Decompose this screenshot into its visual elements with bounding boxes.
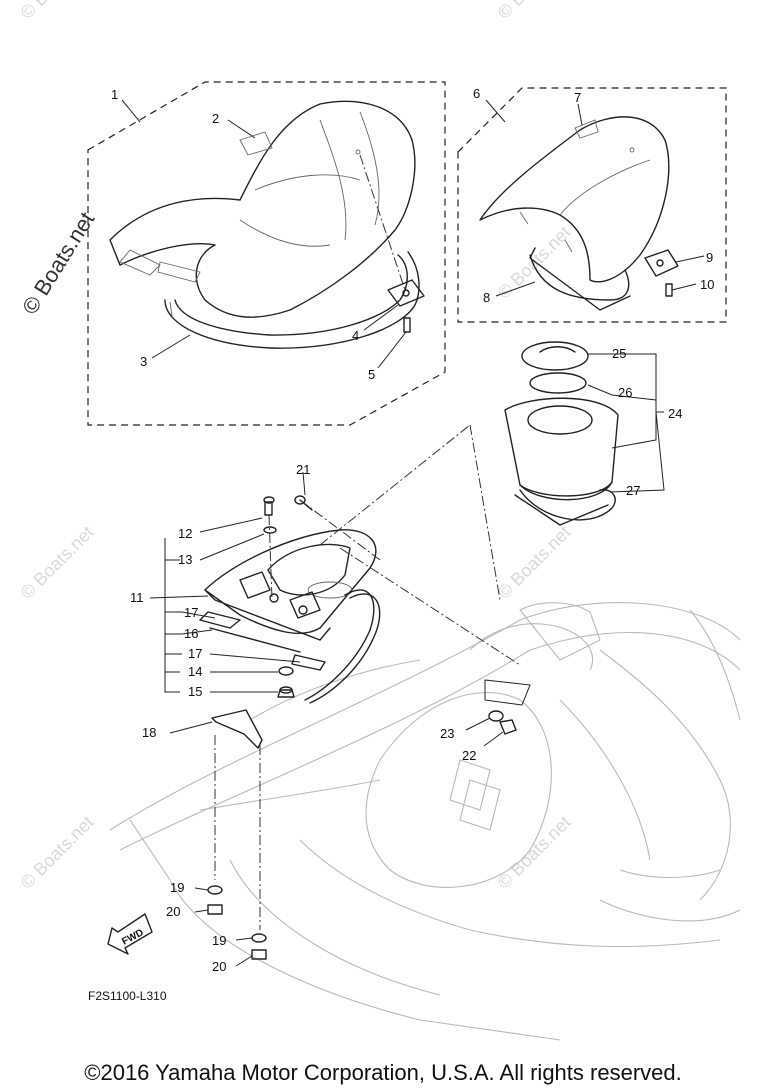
rear-seat bbox=[479, 116, 679, 311]
watermark-text: © Boats.net bbox=[17, 0, 98, 23]
part-number-labels: 1 2 3 4 5 6 7 8 9 10 25 26 24 27 21 12 1… bbox=[111, 86, 714, 974]
part-number-27: 27 bbox=[626, 483, 640, 498]
part-number-19a: 19 bbox=[170, 880, 184, 895]
seat-assembly-boundary bbox=[87, 81, 446, 426]
part-number-2: 2 bbox=[212, 111, 219, 126]
part-number-7: 7 bbox=[574, 90, 581, 105]
part-number-20a: 20 bbox=[166, 904, 180, 919]
background-watermarks: © Boats.net © Boats.net © Boats.net © Bo… bbox=[17, 0, 575, 893]
part-number-21: 21 bbox=[296, 462, 310, 477]
part-number-3: 3 bbox=[140, 354, 147, 369]
copyright-notice: ©2016 Yamaha Motor Corporation, U.S.A. A… bbox=[84, 1060, 682, 1085]
part-number-26: 26 bbox=[618, 385, 632, 400]
part-number-14: 14 bbox=[188, 664, 202, 679]
rear-seat-boundary bbox=[457, 87, 727, 323]
part-number-23: 23 bbox=[440, 726, 454, 741]
watermark-text: © Boats.net bbox=[17, 522, 98, 603]
part-number-12: 12 bbox=[178, 526, 192, 541]
part-number-24: 24 bbox=[668, 406, 682, 421]
part-number-9: 9 bbox=[706, 250, 713, 265]
part-number-10: 10 bbox=[700, 277, 714, 292]
part-number-5: 5 bbox=[368, 367, 375, 382]
alignment-lines bbox=[214, 424, 531, 930]
part-number-6: 6 bbox=[473, 86, 480, 101]
watermark-text: © Boats.net bbox=[494, 0, 575, 23]
watermark-text: © Boats.net bbox=[494, 522, 575, 603]
part-number-22: 22 bbox=[462, 748, 476, 763]
boats-net-watermark: © Boats.net bbox=[17, 208, 99, 319]
part-number-16: 16 bbox=[184, 626, 198, 641]
part-number-1: 1 bbox=[111, 87, 118, 102]
leader-lines bbox=[121, 99, 705, 967]
storage-bin bbox=[504, 341, 619, 526]
part-number-8: 8 bbox=[483, 290, 490, 305]
part-number-17a: 17 bbox=[184, 605, 198, 620]
part-number-20b: 20 bbox=[212, 959, 226, 974]
hull-outline bbox=[109, 602, 741, 1041]
seat-base bbox=[199, 529, 381, 704]
part-number-18: 18 bbox=[142, 725, 156, 740]
part-number-17b: 17 bbox=[188, 646, 202, 661]
part-number-15: 15 bbox=[188, 684, 202, 699]
part-number-4: 4 bbox=[352, 328, 359, 343]
part-number-19b: 19 bbox=[212, 933, 226, 948]
part-number-25: 25 bbox=[612, 346, 626, 361]
forward-arrow: FWD bbox=[107, 913, 153, 955]
fasteners bbox=[207, 495, 517, 960]
watermark-text: © Boats.net bbox=[494, 812, 575, 893]
watermark-text: © Boats.net bbox=[494, 222, 575, 303]
part-number-13: 13 bbox=[178, 552, 192, 567]
fwd-label: FWD bbox=[120, 927, 145, 947]
seat-centerline bbox=[359, 154, 406, 291]
part-number-11: 11 bbox=[130, 590, 144, 605]
diagram-code: F2S1100-L310 bbox=[88, 989, 167, 1003]
front-seat bbox=[109, 100, 425, 349]
watermark-text: © Boats.net bbox=[17, 812, 98, 893]
